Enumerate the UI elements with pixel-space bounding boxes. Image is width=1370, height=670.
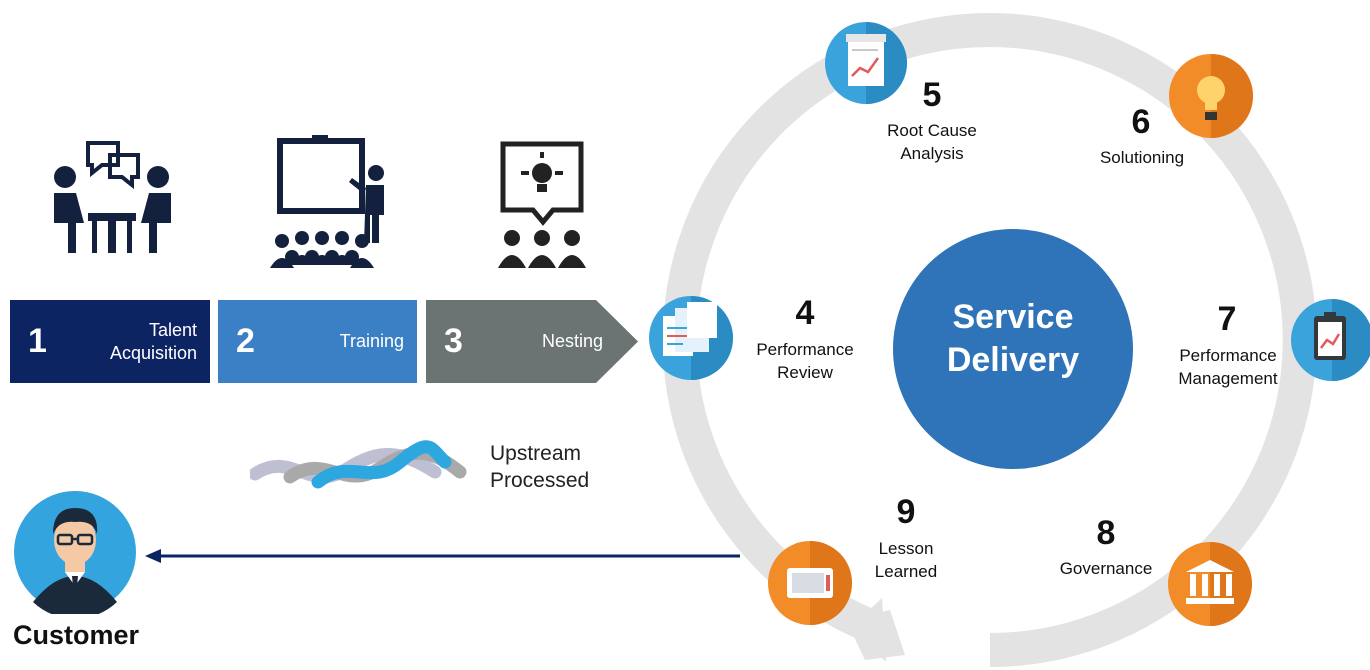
meeting-icon xyxy=(54,141,171,253)
customer-avatar xyxy=(14,491,136,614)
step-label: Lesson Learned xyxy=(854,537,958,583)
nesting-illustration xyxy=(498,141,586,268)
stage-talent-acquisition: 1 Talent Acquisition xyxy=(10,300,210,383)
training-illustration xyxy=(270,135,384,268)
presentation-board-icon xyxy=(270,135,384,268)
stage-nesting-arrow xyxy=(426,300,638,383)
stage-nesting: 3 Nesting xyxy=(426,300,611,383)
stage-number: 3 xyxy=(444,322,463,360)
step-number: 9 xyxy=(896,493,916,531)
step-number: 6 xyxy=(1131,103,1151,141)
step-label: Solutioning xyxy=(1082,146,1202,169)
step-label-line: Performance xyxy=(1179,346,1277,365)
step-label: Root Cause Analysis xyxy=(866,119,998,165)
stage-label: Nesting xyxy=(541,331,603,351)
step-number: 7 xyxy=(1217,300,1237,338)
step-label-line: Performance xyxy=(756,340,854,359)
step-label-line: Management xyxy=(1178,369,1278,388)
clipboard-icon xyxy=(1291,299,1370,381)
center-line: Delivery xyxy=(946,341,1080,379)
stage-number: 2 xyxy=(236,322,255,360)
step-number: 5 xyxy=(922,76,942,114)
step-number: 8 xyxy=(1096,514,1116,552)
customer-label: Customer xyxy=(13,620,140,650)
step-label: Governance xyxy=(1044,557,1168,580)
service-delivery-label: Service Delivery xyxy=(893,296,1133,382)
center-line: Service xyxy=(952,298,1074,336)
step-label-line: Review xyxy=(777,363,833,382)
stage-label-line: Talent xyxy=(148,320,197,340)
stage-label: Talent Acquisition xyxy=(110,319,197,365)
report-chart-icon xyxy=(825,22,907,104)
performance-review-icon xyxy=(649,296,733,380)
delivery-to-customer-arrow xyxy=(145,549,740,563)
upstream-line: Upstream xyxy=(490,442,582,465)
presentation-screen-icon xyxy=(768,541,852,625)
upstream-processed-label: Upstream Processed xyxy=(490,440,589,494)
service-delivery-center xyxy=(893,229,1133,469)
step-label-line: Solutioning xyxy=(1099,148,1185,167)
step-label-line: Root Cause xyxy=(887,121,977,140)
stage-label-line: Acquisition xyxy=(109,343,197,363)
institution-icon xyxy=(1168,542,1252,626)
stage-label: Training xyxy=(339,331,404,351)
lightbulb-icon xyxy=(1169,54,1253,138)
step-label: Performance Management xyxy=(1162,344,1294,390)
step-label-line: Lesson xyxy=(878,539,934,558)
meeting-illustration xyxy=(54,141,171,253)
step-label-line: Learned xyxy=(874,562,938,581)
step-number: 4 xyxy=(795,294,815,332)
upstream-line: Processed xyxy=(490,469,590,492)
upstream-flow-icon xyxy=(250,440,467,489)
cycle-ring xyxy=(662,13,1317,667)
stage-training: 2 Training xyxy=(218,300,417,383)
stage-number: 1 xyxy=(28,322,47,360)
step-label-line: Analysis xyxy=(900,144,964,163)
step-label-line: Governance xyxy=(1059,559,1153,578)
step-label: Performance Review xyxy=(740,338,870,384)
idea-board-icon xyxy=(498,141,586,268)
